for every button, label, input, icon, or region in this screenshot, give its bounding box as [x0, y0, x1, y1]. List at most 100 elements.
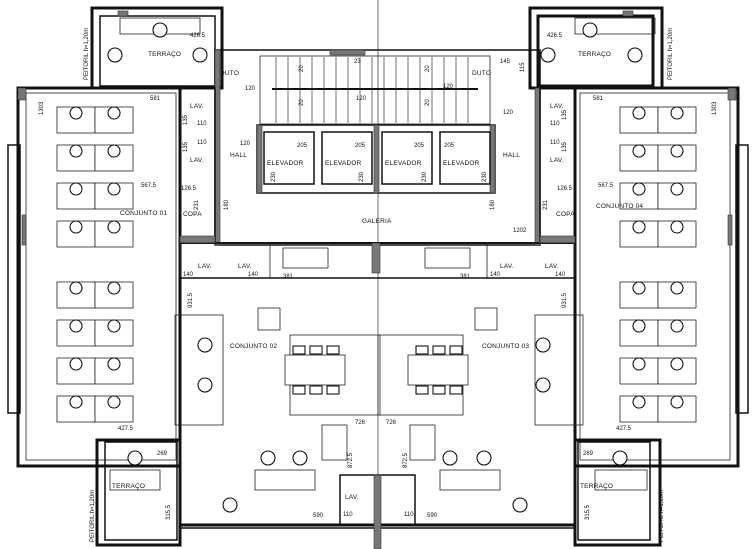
dim-galeria-w-left: 180: [224, 199, 230, 210]
office-chair: [632, 319, 646, 333]
room-label-elevador-2: ELEVADOR: [325, 160, 362, 167]
room-label-terraco-bottom-right: TERRAÇO: [580, 483, 613, 490]
dim-stair-20-a: 20: [299, 65, 305, 72]
dim-stair-20-d: 20: [425, 99, 431, 106]
chair: [107, 47, 123, 63]
peitoril-bottom-right: PEITORIL h=1,20m: [659, 490, 665, 542]
dim-elev-d-1: 230: [271, 171, 277, 182]
dim-terrace-top-right: 426.5: [547, 33, 563, 39]
chair: [612, 450, 628, 466]
dim-726-right: 726: [386, 420, 397, 426]
office-chair: [670, 357, 684, 371]
room-label-lav-6: LAV.: [238, 263, 252, 270]
room-label-lav-7: LAV.: [500, 263, 514, 270]
office-chair: [632, 281, 646, 295]
room-label-elevador-4: ELEVADOR: [443, 160, 480, 167]
room-label-terraco-bottom-left: TERRAÇO: [112, 483, 145, 490]
dim-lav-110-3: 110: [550, 121, 560, 127]
dim-bottom-right: 427.5: [616, 426, 632, 432]
office-chair: [670, 144, 684, 158]
dim-elev-4: 205: [444, 143, 455, 149]
dim-office-depth-right: 1303: [712, 101, 718, 115]
dim-lav-135-2: 135: [183, 141, 189, 152]
dim-elev-d-2: 230: [359, 171, 365, 182]
room-label-terraco-top-left: TERRAÇO: [148, 51, 181, 58]
dim-lav-140-3: 140: [490, 272, 501, 278]
chair: [540, 47, 556, 63]
dim-lav-110-2: 110: [197, 140, 207, 146]
chair: [292, 450, 308, 466]
room-label-elevador-1: ELEVADOR: [267, 160, 304, 167]
chair: [197, 337, 213, 353]
dim-872-left: 872.5: [348, 452, 354, 468]
chair: [627, 47, 643, 63]
office-chair: [632, 357, 646, 371]
chair: [442, 450, 458, 466]
dim-elev-d-3: 230: [422, 171, 428, 182]
office-chair: [632, 395, 646, 409]
peitoril-top-left: PEITORIL h=1,20m: [84, 28, 90, 80]
room-label-lav-4: LAV.: [550, 157, 564, 164]
office-chair: [107, 106, 121, 120]
dim-590-left: 590: [313, 513, 324, 519]
room-label-copa-right: COPA: [556, 211, 575, 218]
meeting-chair: [309, 385, 323, 395]
office-chair: [670, 319, 684, 333]
dim-galeria-w-right: 180: [490, 199, 496, 210]
dim-931-left: 931.5: [188, 292, 194, 308]
chair: [260, 450, 276, 466]
room-label-conjunto-04: CONJUNTO 04: [596, 203, 643, 210]
office-chair: [632, 220, 646, 234]
chair: [535, 377, 551, 393]
dim-area-left: 567.5: [141, 183, 157, 189]
dim-lav-110-6: 110: [404, 512, 414, 518]
meeting-chair: [432, 385, 446, 395]
office-chair: [69, 319, 83, 333]
dim-copa-d-left: 231: [194, 199, 200, 210]
room-label-conjunto-03: CONJUNTO 03: [482, 343, 529, 350]
dim-elev-2: 205: [355, 143, 366, 149]
dim-duct-115: 115: [520, 62, 526, 72]
dim-hall-3: 120: [240, 141, 251, 147]
meeting-chair: [326, 385, 340, 395]
dim-office-width-left: 581: [150, 96, 161, 102]
dim-office-depth-left: 1303: [39, 101, 45, 115]
chair: [127, 450, 143, 466]
meeting-chair: [415, 385, 429, 395]
office-chair: [107, 281, 121, 295]
dim-315-right: 315.5: [585, 504, 591, 520]
chair: [582, 22, 598, 38]
dim-269-left: 269: [157, 451, 168, 457]
terrace-bottom-left: [95, 438, 182, 547]
dim-lav-110-4: 110: [550, 140, 560, 146]
chair: [222, 497, 238, 513]
dim-lav-140-1: 140: [183, 272, 194, 278]
dim-hall-2: 120: [443, 84, 454, 90]
dim-381-left: 381: [283, 274, 294, 280]
office-chair: [69, 281, 83, 295]
meeting-chair: [326, 345, 340, 355]
dim-lav-135-3: 135: [562, 109, 568, 120]
dim-area-right: 567.5: [598, 183, 614, 189]
dim-872-right: 872.5: [403, 452, 409, 468]
dim-copa-d-right: 231: [543, 199, 549, 210]
office-chair: [632, 106, 646, 120]
terrace-bottom-right: [573, 438, 662, 547]
office-chair: [69, 395, 83, 409]
office-chair: [632, 182, 646, 196]
room-label-hall-right: HALL: [503, 152, 520, 159]
room-label-conjunto-01: CONJUNTO 01: [120, 210, 167, 217]
room-label-lav-2: LAV.: [190, 157, 204, 164]
dim-lav-140-4: 140: [555, 272, 566, 278]
room-label-lav-5: LAV.: [198, 263, 212, 270]
office-chair: [670, 395, 684, 409]
room-label-copa-left: COPA: [183, 211, 202, 218]
office-chair: [107, 319, 121, 333]
office-chair: [107, 182, 121, 196]
conjunto-02-03-block: [174, 277, 584, 549]
office-chair: [107, 144, 121, 158]
workstation-desk: [619, 182, 659, 210]
office-chair: [107, 220, 121, 234]
peitoril-top-right: PEITORIL h=1,20m: [668, 28, 674, 80]
